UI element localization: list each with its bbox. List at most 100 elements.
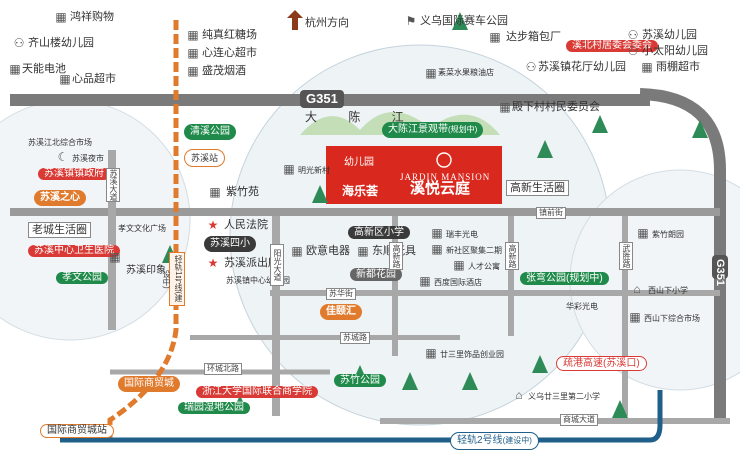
poi-huacai: 华彩光电 <box>566 302 598 311</box>
poi-yiwu-no2: 义乌廿三里第二小学 <box>528 392 600 401</box>
project-cn-name: 溪悦云庭 <box>410 180 471 197</box>
project-en-name: JARDIN MANSION <box>400 172 491 182</box>
factory-icon: ▦ <box>187 28 199 42</box>
building-icon: ▦ <box>209 185 221 199</box>
poi-qingxi-park: 清溪公园 <box>184 124 236 140</box>
kindergarten-icon: ⚇ <box>525 60 537 74</box>
poi-nianli: 廿三里饰品创业园 <box>440 350 504 359</box>
road-label-shangcheng: 商城大道 <box>560 414 598 426</box>
poi-yuling: 雨棚超市 <box>656 61 700 73</box>
poi-shengmao: 盛茂烟酒 <box>202 65 246 77</box>
road-label-gaoxin-2: 高新路 <box>505 242 519 270</box>
g351-badge-top: G351 <box>300 90 344 108</box>
building-icon: ▦ <box>499 100 511 114</box>
old-town-circle: 老城生活圈 <box>28 222 91 238</box>
road-gaoxin-1 <box>392 216 398 356</box>
factory-icon: ▦ <box>425 346 437 360</box>
g351-badge-right: G351 <box>712 255 728 286</box>
river-label: 大 陈 江 <box>305 110 418 124</box>
night-icon: ☾ <box>57 150 69 164</box>
road-label-zhenqian: 镇前街 <box>536 207 566 219</box>
poi-xinlian: 心连心超市 <box>202 47 257 59</box>
poi-xinpin: 心品超市 <box>72 73 116 85</box>
poi-jiayihui: 佳颐汇 <box>320 304 362 320</box>
road-sucheng <box>190 335 460 340</box>
poi-ruifeng: 瑞丰光电 <box>446 230 478 239</box>
poi-gaoxin-primary: 高新区小学 <box>348 226 410 239</box>
kindergarten-icon: ⚇ <box>627 44 639 58</box>
poi-suxi-kg: 苏溪幼儿园 <box>642 29 697 41</box>
building-icon: ▦ <box>283 162 295 176</box>
factory-icon: ▦ <box>431 226 443 240</box>
road-label-suxi-ave: 苏溪大道 <box>106 168 120 202</box>
shop-icon: ▦ <box>59 72 71 86</box>
poi-suxi-town-kg: 苏溪镇花厅幼儿园 <box>538 61 626 73</box>
poi-xiaotaiyang: 小太阳幼儿园 <box>642 45 708 57</box>
project-block <box>326 146 502 204</box>
road-label-yangguang: 阳光大道 <box>270 244 284 286</box>
court-star-icon: ★ <box>207 218 219 232</box>
poi-suxi-center-kg: 苏溪镇中心幼儿园 <box>226 276 290 285</box>
shop-icon: ▦ <box>641 60 653 74</box>
gaoxin-circle: 高新生活圈 <box>506 180 569 196</box>
poi-dachen-scenic-note: (规划中) <box>448 125 478 134</box>
railway-line-2 <box>60 390 663 443</box>
road-label-wusheng: 武胜路 <box>619 242 633 270</box>
poi-xindu-garden: 新都花园 <box>350 268 402 281</box>
road-wusheng <box>622 216 628 416</box>
poi-dianxia: 殿下村村民委员会 <box>512 101 600 113</box>
poi-suzhu-park: 苏竹公园 <box>334 374 386 387</box>
poi-suxi-health: 苏溪中心卫生医院 <box>28 245 120 257</box>
poi-ouyi: 欧意电器 <box>306 245 350 257</box>
poi-suxi-heart: 苏溪之心 <box>34 190 86 206</box>
poi-people-court: 人民法院 <box>224 219 268 231</box>
poi-suxi-river-market: 苏溪江北综合市场 <box>28 138 92 147</box>
project-market: 海乐荟 <box>342 184 379 198</box>
railway-line-1 <box>107 20 179 440</box>
poi-qishanlou: 齐山楼幼儿园 <box>28 37 94 49</box>
project-logo <box>436 152 452 168</box>
road-shangcheng <box>380 418 730 424</box>
shop-icon: ▦ <box>187 46 199 60</box>
poi-suxi-yinxiang: 苏溪印象 <box>126 265 166 276</box>
road-suhua <box>270 290 720 296</box>
building-icon: ▦ <box>637 226 649 240</box>
factory-icon: ▦ <box>291 244 303 258</box>
railway-label-2: 轻轨2号线(建设中) <box>450 432 539 450</box>
railway-label-1-note: (建设中) <box>162 269 183 303</box>
flag-icon: ⚑ <box>405 14 417 28</box>
railway-label-1: 轻轨1号线(建设中) <box>162 252 185 306</box>
poi-mingguang: 明光新村 <box>298 166 330 175</box>
factory-icon: ▦ <box>489 30 501 44</box>
building-icon: ▦ <box>419 274 431 288</box>
poi-yiwu-race: 义乌国际赛车公园 <box>420 15 508 27</box>
poi-suxi-night: 苏溪夜市 <box>72 154 104 163</box>
shop-icon: ▦ <box>187 64 199 78</box>
poi-dashi: 达步箱包厂 <box>506 31 561 43</box>
poi-xidu-hotel: 西度国际酒店 <box>434 278 482 287</box>
poi-suxi-gov: 苏溪镇镇政府 <box>38 168 110 180</box>
poi-zizhu: 紫竹苑 <box>226 186 259 198</box>
road-label-suhua: 苏华街 <box>326 288 356 300</box>
road-gaoxin-2 <box>508 216 514 336</box>
factory-icon: ▦ <box>357 244 369 258</box>
road-yangguang <box>272 216 280 416</box>
poi-police: 苏溪派出所 <box>224 257 279 269</box>
shop-icon: ▦ <box>55 10 67 24</box>
building-icon: ▦ <box>109 250 121 264</box>
road-zhenqian <box>10 208 720 216</box>
building-icon: ▦ <box>453 258 465 272</box>
poi-ruiyuan-park: 瑞园湿地公园 <box>178 402 250 414</box>
poi-suxi-station: 苏溪站 <box>184 149 226 167</box>
road-label-gaoxin-1: 高新路 <box>389 242 403 270</box>
police-star-icon: ★ <box>207 256 219 270</box>
road-suxi-ave <box>108 150 116 330</box>
school-icon: ⌂ <box>515 388 523 402</box>
road-label-huancheng: 环城北路 <box>204 363 242 375</box>
factory-icon: ▦ <box>9 62 21 76</box>
shop-icon: ▦ <box>425 66 437 80</box>
poi-highway-exit: 疏港高速(苏溪口) <box>556 356 647 371</box>
poi-xishan-market: 西山下综合市场 <box>644 314 700 323</box>
poi-new-community: 新社区聚集二期 <box>446 246 502 255</box>
